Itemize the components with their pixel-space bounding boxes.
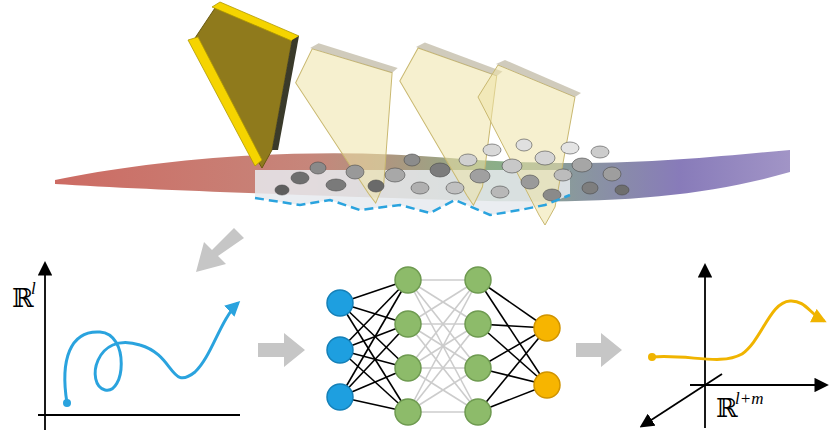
space-symbol: ℝ [12, 286, 34, 312]
network-weight [408, 280, 478, 412]
neuron [395, 355, 421, 381]
cut-profile [255, 195, 570, 215]
bucket-ghost [292, 35, 412, 210]
neuron [534, 315, 560, 341]
neuron [395, 399, 421, 425]
input-trajectory-plot [38, 264, 240, 430]
space-dimension: l+m [735, 390, 763, 407]
neural-network [327, 267, 560, 425]
flow-arrow [576, 333, 622, 367]
flow-arrow [196, 228, 244, 272]
space-dimension: l [31, 280, 36, 297]
flow-arrow [258, 333, 305, 367]
network-weight [408, 280, 478, 412]
bucket-ghost [478, 60, 581, 225]
neuron [465, 355, 491, 381]
neuron [395, 267, 421, 293]
space-symbol: ℝ [716, 396, 738, 422]
bucket [188, 2, 299, 168]
neuron [327, 384, 353, 410]
neuron [465, 399, 491, 425]
neuron [327, 290, 353, 316]
neuron [395, 311, 421, 337]
neuron [465, 311, 491, 337]
neuron [534, 372, 560, 398]
neuron [465, 267, 491, 293]
neuron [327, 337, 353, 363]
rocks [275, 139, 629, 201]
output-trajectory-plot [642, 266, 826, 428]
